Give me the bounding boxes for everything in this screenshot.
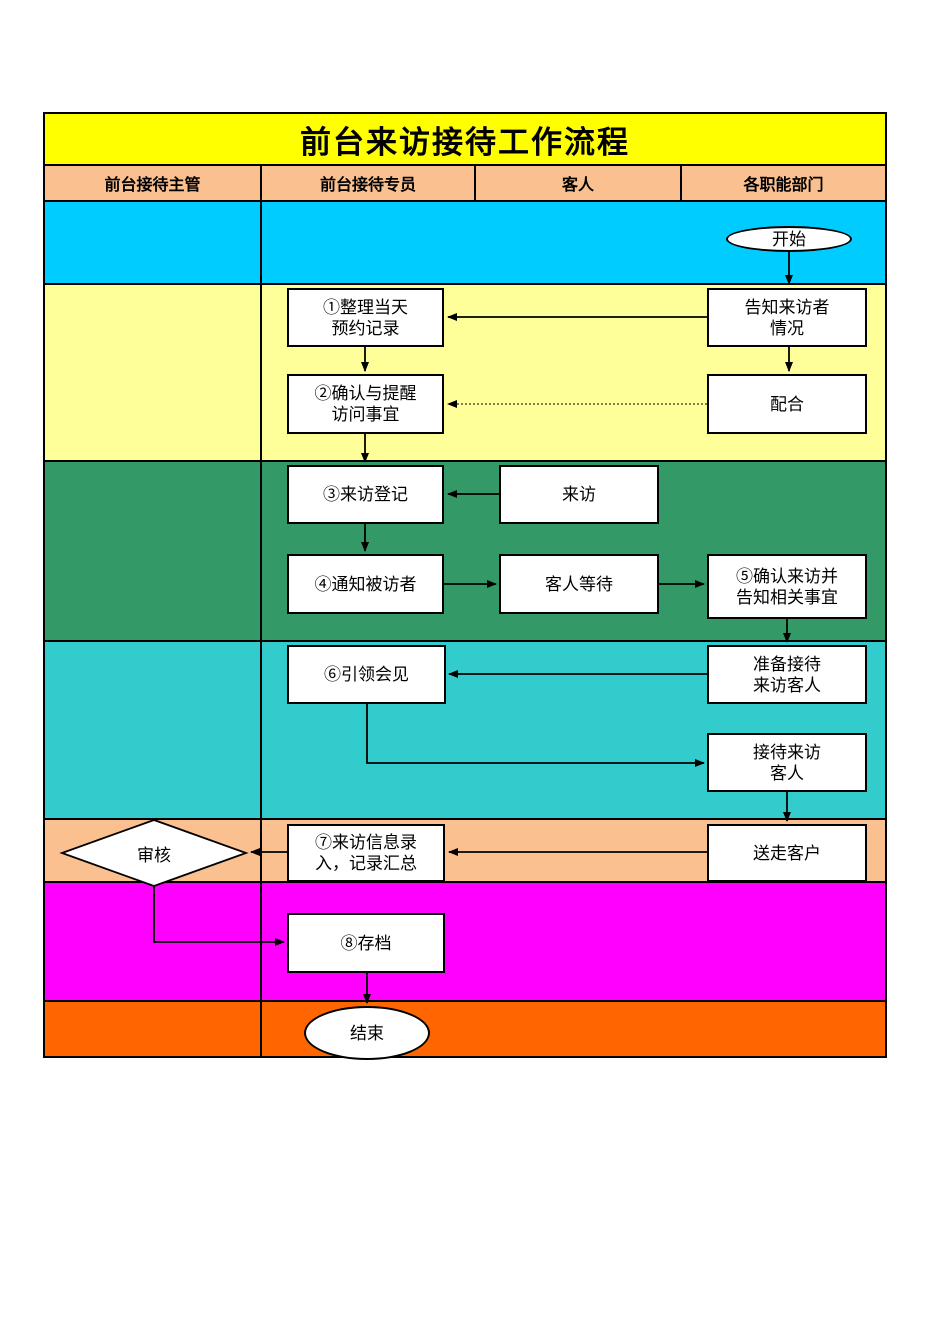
lane-header-guest: 客人 xyxy=(476,166,682,200)
cooperate-box: 配合 xyxy=(707,374,867,434)
flowchart: 前台来访接待工作流程 前台接待主管 前台接待专员 客人 各职能部门 xyxy=(43,112,887,1060)
step5-box: ⑤确认来访并 告知相关事宜 xyxy=(707,554,867,619)
step4-box: ④通知被访者 xyxy=(287,554,444,614)
lane-header-label: 各职能部门 xyxy=(743,177,824,194)
step8-box: ⑧存档 xyxy=(287,913,445,973)
review-diamond-label: 审核 xyxy=(137,845,171,865)
lane-header-label: 前台接待专员 xyxy=(319,177,416,194)
lane-header-supervisor: 前台接待主管 xyxy=(45,166,262,200)
sendoff-box: 送走客户 xyxy=(707,824,867,882)
lane-divider xyxy=(260,166,262,1056)
step2-box: ②确认与提醒 访问事宜 xyxy=(287,374,444,434)
end-node: 结束 xyxy=(304,1006,430,1060)
lane-header-label: 客人 xyxy=(561,177,594,194)
start-node: 开始 xyxy=(726,226,852,252)
band-end xyxy=(45,1002,885,1056)
visit-box: 来访 xyxy=(499,465,659,524)
prepare-box: 准备接待 来访客人 xyxy=(707,645,867,704)
receive-box: 接待来访 客人 xyxy=(707,733,867,792)
page-title: 前台来访接待工作流程 xyxy=(300,124,630,160)
band-archive xyxy=(45,883,885,1002)
lane-header-row: 前台接待主管 前台接待专员 客人 各职能部门 xyxy=(45,166,885,202)
lane-header-label: 前台接待主管 xyxy=(104,177,201,194)
lane-header-departments: 各职能部门 xyxy=(682,166,885,200)
step7-box: ⑦来访信息录 入，记录汇总 xyxy=(287,824,445,882)
step3-box: ③来访登记 xyxy=(287,465,444,524)
title-bar: 前台来访接待工作流程 xyxy=(45,114,885,166)
wait-box: 客人等待 xyxy=(499,554,659,614)
lane-header-specialist: 前台接待专员 xyxy=(262,166,476,200)
inform-box: 告知来访者 情况 xyxy=(707,288,867,347)
step6-box: ⑥引领会见 xyxy=(287,645,446,704)
step1-box: ①整理当天 预约记录 xyxy=(287,288,444,347)
